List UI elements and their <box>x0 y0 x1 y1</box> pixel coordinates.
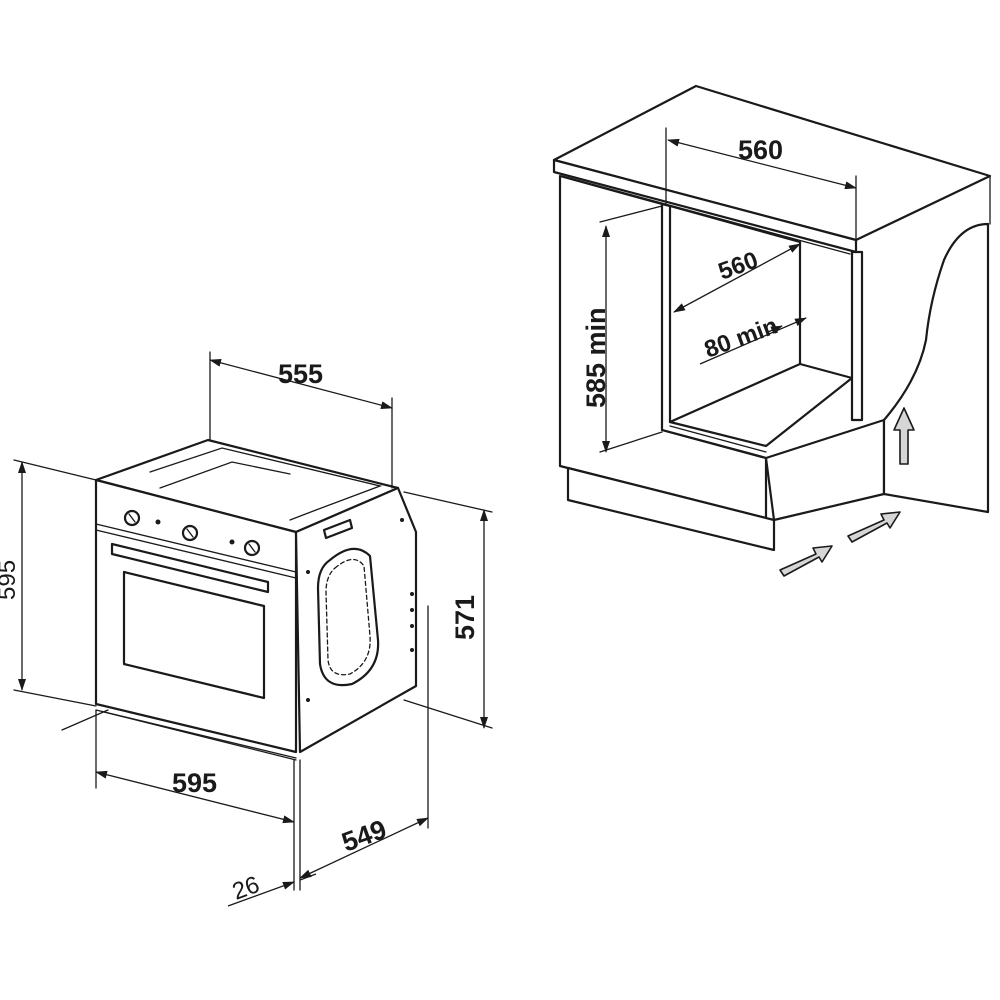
dim-line-front-depth <box>227 881 295 907</box>
dim-line-front-width <box>95 770 295 824</box>
dim-line-inner-depth <box>673 243 801 313</box>
airflow-arrow-upper <box>847 511 901 543</box>
dim-line-vent-gap <box>699 317 807 365</box>
dim-label-body-depth: 549 <box>338 814 391 858</box>
dim-label-body-height: 571 <box>450 595 480 640</box>
dim-label-top-width: 555 <box>278 359 323 389</box>
oven-door-window <box>122 570 266 700</box>
wall-cutaway <box>882 222 990 514</box>
dim-label-overall-height: 595 <box>0 560 21 600</box>
oven-side-rail <box>316 547 380 687</box>
oven-knob-left <box>123 509 141 527</box>
dim-line-body-depth <box>299 817 429 879</box>
airflow-arrows <box>779 407 915 577</box>
oven-drawing <box>94 438 418 761</box>
oven-knob-right <box>243 539 261 557</box>
cabinet-right-panel <box>850 250 864 422</box>
oven-knob-middle <box>181 524 199 542</box>
airflow-arrow-up <box>893 407 915 465</box>
dim-label-vent-gap: 80 min <box>701 312 782 363</box>
oven-top-plate <box>149 447 383 521</box>
dim-line-top-width <box>209 358 393 410</box>
dim-label-front-width: 595 <box>172 768 217 798</box>
oven-indicator-light <box>155 519 161 525</box>
oven-door-handle <box>110 542 270 594</box>
dim-label-front-depth: 26 <box>229 871 263 906</box>
cabinet-lower-body <box>764 418 886 522</box>
cabinet-plinth <box>566 466 776 552</box>
oven-side-body <box>294 486 418 754</box>
dim-label-inner-depth: 560 <box>715 247 762 286</box>
airflow-arrow-lower <box>779 545 833 577</box>
dim-label-opening-height: 585 min <box>581 307 611 408</box>
dim-label-opening-width: 560 <box>738 135 783 165</box>
dim-line-opening-width <box>667 138 857 190</box>
